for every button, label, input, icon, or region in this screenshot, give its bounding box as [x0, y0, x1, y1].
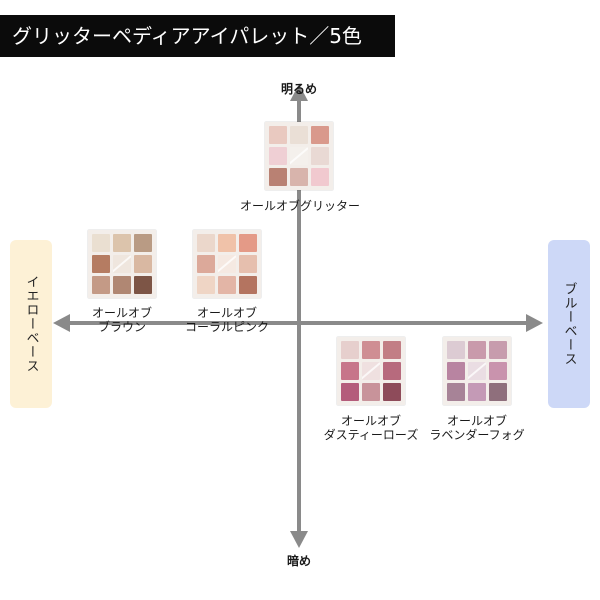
eyeshadow-pan [290, 126, 308, 144]
palette-lavender-fog-label: オールオブ ラベンダーフォグ [417, 414, 537, 442]
eyeshadow-pan [362, 362, 380, 380]
page-title: グリッターペディアアイパレット／5色 [0, 15, 395, 57]
eyeshadow-pan [290, 147, 308, 165]
eyeshadow-pan [311, 126, 329, 144]
palette-glitter-label: オールオブグリッター [240, 199, 360, 213]
yellow-base-label: イエローベース [23, 275, 39, 373]
eyeshadow-pan [92, 276, 110, 294]
eyeshadow-pan [489, 362, 507, 380]
eyeshadow-pan [113, 255, 131, 273]
eyeshadow-pan [290, 168, 308, 186]
eyeshadow-pan [447, 341, 465, 359]
eyeshadow-pan [92, 255, 110, 273]
arrow-left-icon [53, 314, 70, 332]
palette-coral-pink-label: オールオブ コーラルピンク [167, 306, 287, 334]
eyeshadow-pan [113, 234, 131, 252]
palette-dusty-rose-label: オールオブ ダスティーローズ [311, 414, 431, 442]
eyeshadow-pan [383, 341, 401, 359]
palette-label-line2: ダスティーローズ [323, 428, 419, 442]
palette-label-line1: オールオブ [446, 414, 507, 428]
palette-label-line1: オールオブ [91, 306, 152, 320]
eyeshadow-pan [341, 362, 359, 380]
palette-coral-pink [193, 230, 261, 298]
eyeshadow-pan [383, 383, 401, 401]
blue-base-label: ブルーベース [561, 282, 577, 366]
eyeshadow-pan [362, 383, 380, 401]
eyeshadow-pan [269, 168, 287, 186]
eyeshadow-pan [113, 276, 131, 294]
eyeshadow-pan [311, 147, 329, 165]
eyeshadow-pan [134, 255, 152, 273]
eyeshadow-pan [341, 383, 359, 401]
axis-label-bright: 明るめ [280, 82, 317, 96]
arrow-up-icon [290, 84, 308, 101]
eyeshadow-pan [468, 362, 486, 380]
eyeshadow-pan [197, 255, 215, 273]
palette-label-line2: コーラルピンク [184, 320, 269, 334]
palette-brown-label: オールオブ ブラウン [62, 306, 182, 334]
eyeshadow-pan [218, 234, 236, 252]
eyeshadow-pan [239, 255, 257, 273]
eyeshadow-pan [383, 362, 401, 380]
eyeshadow-pan [447, 362, 465, 380]
eyeshadow-pan [134, 276, 152, 294]
eyeshadow-pan [239, 276, 257, 294]
eyeshadow-pan [134, 234, 152, 252]
axis-label-dark: 暗め [286, 554, 311, 568]
eyeshadow-pan [468, 341, 486, 359]
eyeshadow-pan [362, 341, 380, 359]
yellow-base-panel: イエローベース [10, 240, 52, 408]
palette-brown [88, 230, 156, 298]
eyeshadow-pan [197, 234, 215, 252]
eyeshadow-pan [269, 126, 287, 144]
palette-label-line2: ラベンダーフォグ [429, 428, 525, 442]
blue-base-panel: ブルーベース [548, 240, 590, 408]
eyeshadow-pan [218, 276, 236, 294]
eyeshadow-pan [341, 341, 359, 359]
eyeshadow-pan [468, 383, 486, 401]
eyeshadow-pan [269, 147, 287, 165]
palette-label-line2: ブラウン [97, 320, 146, 334]
palette-label-line1: オールオブ [196, 306, 257, 320]
palette-lavender-fog [443, 337, 511, 405]
eyeshadow-pan [489, 341, 507, 359]
palette-glitter [265, 122, 333, 190]
eyeshadow-pan [197, 276, 215, 294]
eyeshadow-pan [239, 234, 257, 252]
eyeshadow-pan [218, 255, 236, 273]
arrow-down-icon [290, 531, 308, 548]
eyeshadow-pan [311, 168, 329, 186]
palette-label-line1: オールオブグリッター [240, 199, 361, 213]
palette-label-line1: オールオブ [340, 414, 401, 428]
eyeshadow-pan [447, 383, 465, 401]
palette-dusty-rose [337, 337, 405, 405]
eyeshadow-pan [489, 383, 507, 401]
eyeshadow-pan [92, 234, 110, 252]
arrow-right-icon [526, 314, 543, 332]
